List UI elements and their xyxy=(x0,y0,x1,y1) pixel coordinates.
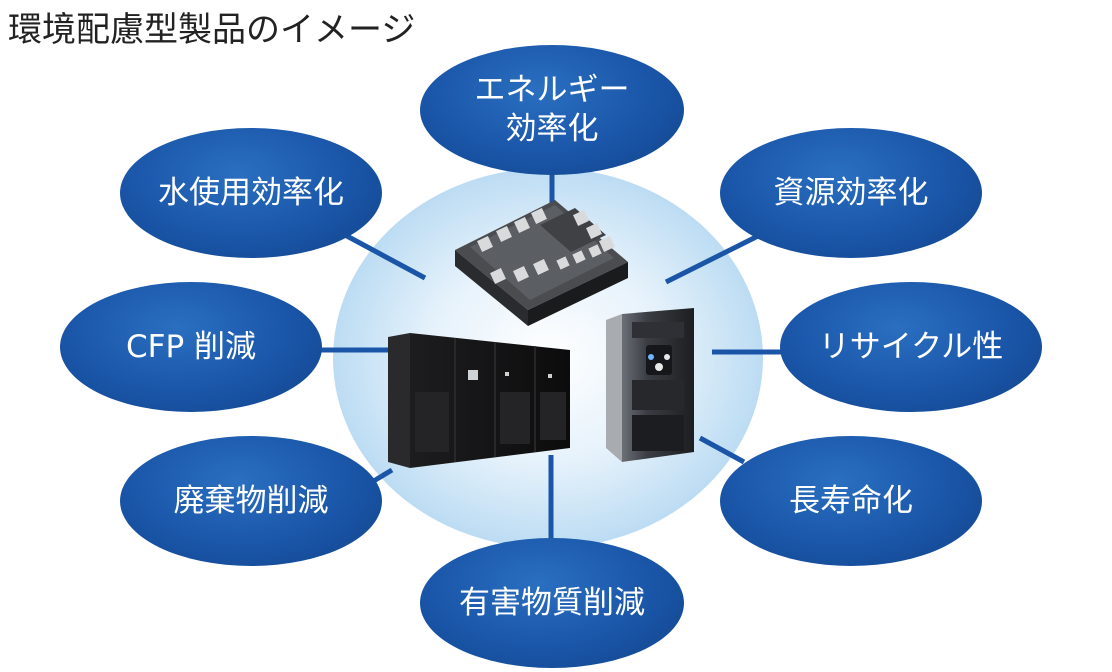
bubble-label: 有害物質削減 xyxy=(459,584,645,621)
bubble-label: 水使用効率化 xyxy=(158,174,344,211)
bubble-longevity: 長寿命化 xyxy=(720,436,982,566)
bubble-cfp-reduction: CFP 削減 xyxy=(60,282,322,412)
bubble-label: 資源効率化 xyxy=(773,174,929,211)
ups-cabinet-icon xyxy=(388,333,570,468)
bubble-label: CFP 削減 xyxy=(125,328,257,365)
bubble-water-efficiency: 水使用効率化 xyxy=(120,128,382,258)
connector-water xyxy=(343,232,427,281)
bubble-energy-efficiency: エネルギー 効率化 xyxy=(420,45,684,175)
bubble-label: リサイクル性 xyxy=(818,328,1004,365)
inverter-icon xyxy=(606,308,694,462)
bubble-label-line2: 効率化 xyxy=(505,111,599,147)
page-title: 環境配慮型製品のイメージ xyxy=(8,10,416,50)
igbt-module-icon xyxy=(455,200,628,326)
connector-resource xyxy=(664,232,762,285)
bubble-hazardous-substance-reduction: 有害物質削減 xyxy=(420,538,684,668)
bubble-label-line1: エネルギー xyxy=(474,72,630,109)
bubble-waste-reduction: 廃棄物削減 xyxy=(120,436,382,566)
bubble-resource-efficiency: 資源効率化 xyxy=(720,128,982,258)
bubble-label: 長寿命化 xyxy=(789,482,913,519)
bubble-label: 廃棄物削減 xyxy=(173,482,329,519)
connector-longevity xyxy=(698,435,746,465)
bubble-recyclability: リサイクル性 xyxy=(780,282,1042,412)
